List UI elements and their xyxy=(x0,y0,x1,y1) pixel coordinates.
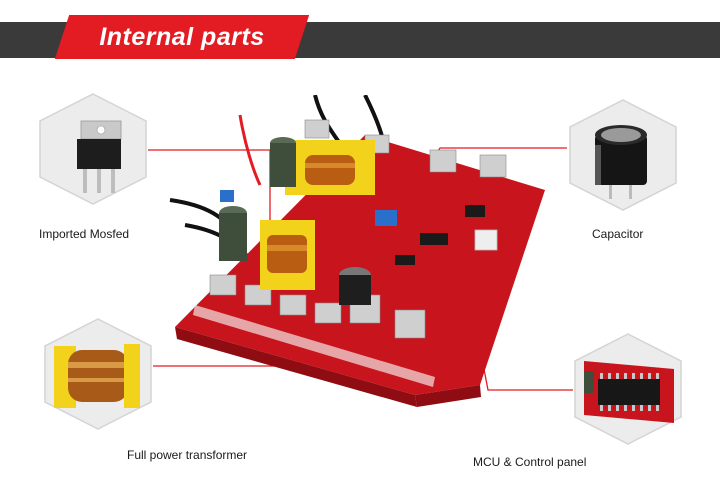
callout-capacitor xyxy=(565,97,681,213)
page-title: Internal parts xyxy=(99,23,265,51)
circuit-board-image xyxy=(169,95,545,407)
component-label-transformer: Full power transformer xyxy=(127,448,248,462)
mosfet-icon xyxy=(77,120,122,193)
component-label-mcu: MCU & Control panel xyxy=(473,455,587,469)
component-label-mosfet: Imported Mosfed xyxy=(39,227,130,241)
callout-mcu xyxy=(570,331,686,447)
callout-mosfet xyxy=(35,91,151,207)
capacitor-icon xyxy=(595,125,647,199)
transformer-icon xyxy=(54,344,140,408)
callout-transformer xyxy=(40,316,156,432)
chip-icon xyxy=(584,361,674,423)
component-label-capacitor: Capacitor xyxy=(592,227,644,241)
